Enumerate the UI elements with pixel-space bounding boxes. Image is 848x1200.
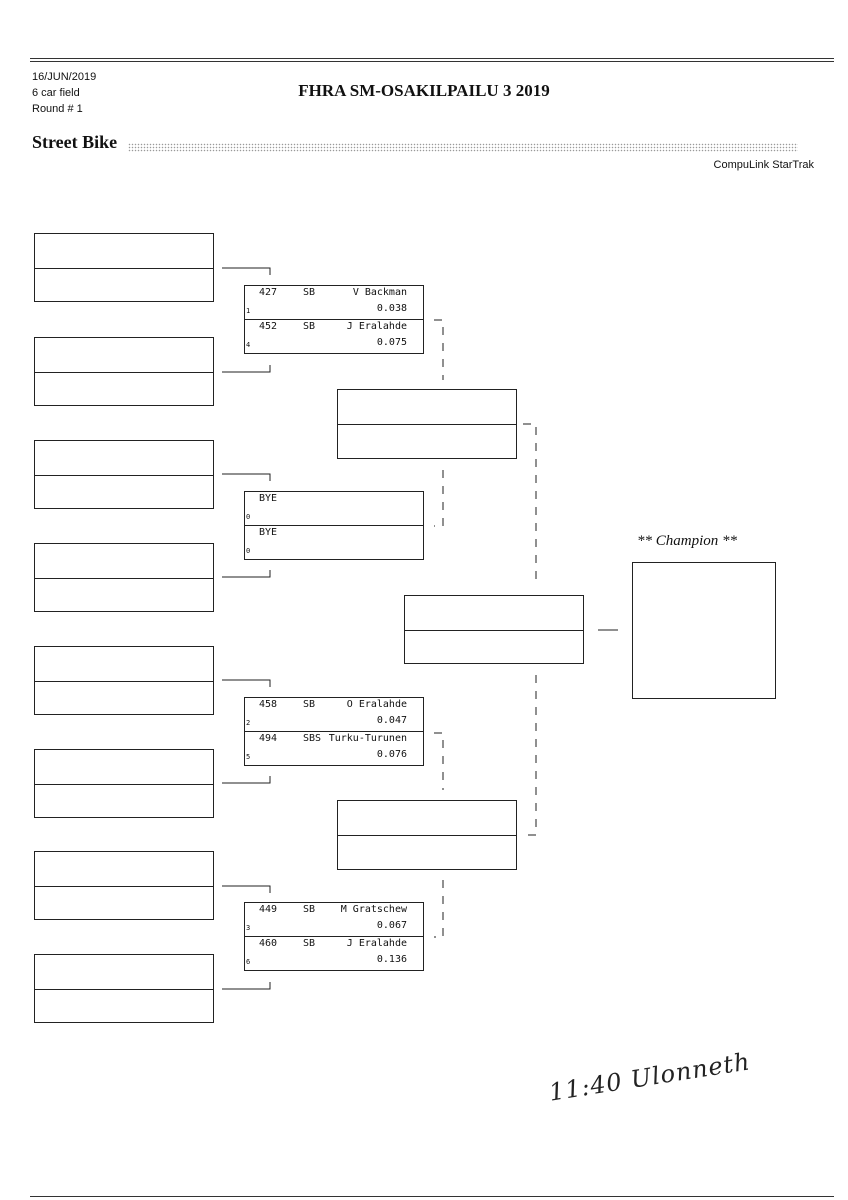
connector: [222, 365, 271, 373]
entry-box: [34, 233, 214, 302]
entry-box: [34, 749, 214, 818]
matchup-box-2: BYE 0 BYE 0: [244, 491, 424, 560]
connector: [523, 675, 537, 836]
section-title: Street Bike: [32, 132, 118, 152]
final-box: [404, 595, 584, 664]
connector: [222, 982, 271, 990]
semifinal-box-1: [337, 389, 517, 459]
matchup-box-1: 427 SB V Backman 0.038 1 452 SB J Eralah…: [244, 285, 424, 354]
connector: [434, 880, 444, 938]
lane-2: 494 SBS Turku-Turunen 0.076 5: [246, 733, 407, 761]
lane-1: 458 SB O Eralahde 0.047 2: [246, 699, 407, 727]
lane-2: 460 SB J Eralahde 0.136 6: [246, 938, 407, 966]
lane-1: BYE 0: [246, 493, 278, 521]
lane-1: 427 SB V Backman 0.038 1: [246, 287, 407, 315]
connector: [222, 776, 271, 784]
dotted-leader: [128, 143, 798, 152]
software-name: CompuLink StarTrak: [713, 159, 814, 171]
top-rule-1: [30, 58, 834, 59]
event-date: 16/JUN/2019: [32, 71, 97, 83]
round-number: Round # 1: [32, 103, 83, 115]
champion-box: [632, 562, 776, 699]
entry-box: [34, 851, 214, 920]
connector: [222, 885, 271, 893]
top-rule-2: [30, 61, 834, 62]
connector: [434, 470, 444, 527]
lane-2: BYE 0: [246, 527, 278, 555]
entry-box: [34, 646, 214, 715]
connector: [434, 319, 444, 380]
connector: [523, 423, 537, 585]
entry-box: [34, 337, 214, 406]
page-title: FHRA SM-OSAKILPAILU 3 2019: [298, 81, 550, 100]
semifinal-box-2: [337, 800, 517, 870]
matchup-box-3: 458 SB O Eralahde 0.047 2 494 SBS Turku-…: [244, 697, 424, 766]
entry-box: [34, 543, 214, 612]
bottom-rule: [30, 1196, 834, 1197]
connector: [222, 679, 271, 687]
connector: [222, 267, 271, 275]
champion-label: ** Champion **: [637, 533, 738, 549]
entry-box: [34, 440, 214, 509]
lane-2: 452 SB J Eralahde 0.075 4: [246, 321, 407, 349]
connector: [222, 473, 271, 481]
lane-1: 449 SB M Gratschew 0.067 3: [246, 904, 407, 932]
connector: [222, 570, 271, 578]
matchup-box-4: 449 SB M Gratschew 0.067 3 460 SB J Eral…: [244, 902, 424, 971]
field-size: 6 car field: [32, 87, 80, 99]
connector: [434, 732, 444, 790]
entry-box: [34, 954, 214, 1023]
